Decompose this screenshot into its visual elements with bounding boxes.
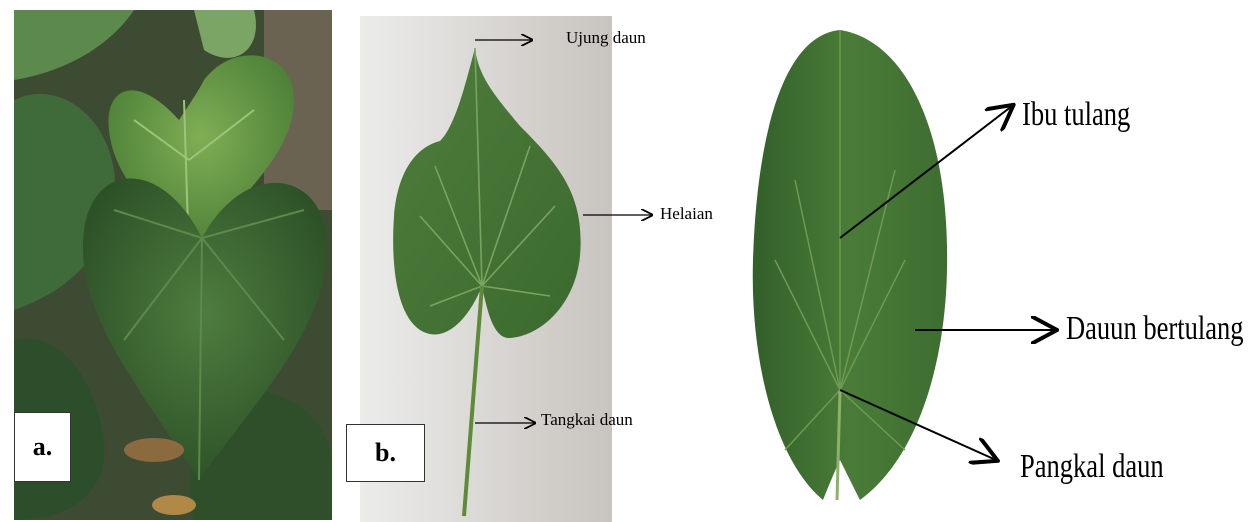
label-tangkai-daun: Tangkai daun	[541, 410, 633, 430]
label-pangkal-daun: Pangkal daun	[1020, 448, 1164, 486]
label-helaian: Helaian	[660, 204, 713, 224]
label-ujung-daun: Ujung daun	[566, 28, 646, 48]
label-dauun-bertulang: Dauun bertulang	[1066, 310, 1243, 348]
label-ibu-tulang: Ibu tulang	[1022, 96, 1130, 134]
